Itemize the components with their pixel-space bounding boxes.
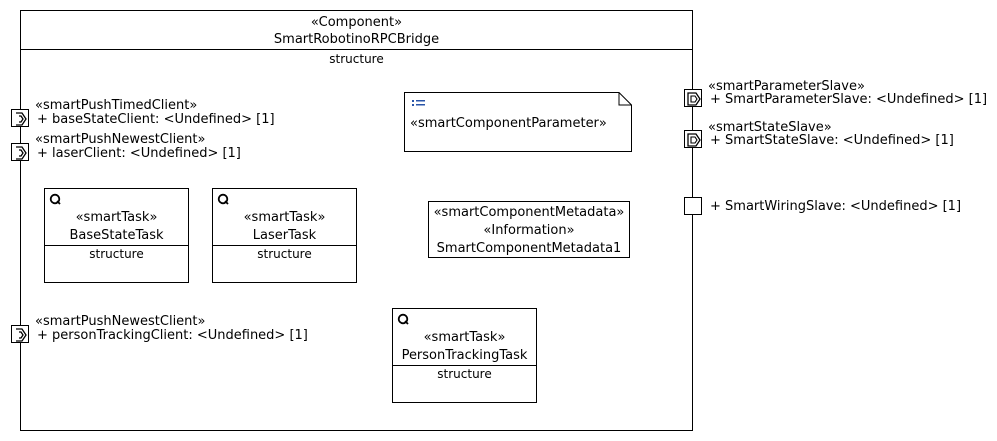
smart-state-slave-stereotype: «smartStateSlave» bbox=[708, 120, 832, 135]
base-state-client-signature: + baseStateClient: <Undefined> [1] bbox=[37, 112, 275, 127]
component-compartment-label: structure bbox=[329, 52, 384, 66]
task-name: PersonTrackingTask bbox=[401, 348, 528, 363]
laser-client-stereotype: «smartPushNewestClient» bbox=[35, 132, 206, 147]
task-compartment-label: structure bbox=[89, 247, 144, 261]
laser-task-box[interactable]: «smartTask» LaserTask structure bbox=[212, 188, 357, 283]
task-compartment-label: structure bbox=[437, 367, 492, 381]
smart-state-slave-port[interactable] bbox=[684, 130, 702, 148]
task-name: BaseStateTask bbox=[69, 228, 164, 243]
task-stereotype: «smartTask» bbox=[423, 330, 506, 345]
slave-port-icon bbox=[687, 92, 701, 106]
task-name: LaserTask bbox=[252, 228, 317, 243]
component-metadata-box[interactable]: «smartComponentMetadata» «Information» S… bbox=[428, 201, 630, 258]
cycle-icon bbox=[217, 193, 229, 205]
component-parameter-label: «smartComponentParameter» bbox=[410, 116, 607, 131]
task-stereotype: «smartTask» bbox=[243, 210, 326, 225]
laser-client-port[interactable] bbox=[11, 143, 29, 161]
metadata-stereotype: «smartComponentMetadata» bbox=[433, 205, 625, 220]
metadata-keyword: «Information» bbox=[483, 223, 575, 238]
component-stereotype: «Component» bbox=[310, 15, 403, 30]
component-header-divider bbox=[21, 49, 692, 50]
client-port-icon bbox=[16, 146, 27, 160]
smart-wiring-slave-port[interactable] bbox=[684, 197, 702, 215]
note-shape bbox=[404, 92, 632, 152]
person-tracking-client-port[interactable] bbox=[11, 325, 29, 343]
smart-parameter-slave-port[interactable] bbox=[684, 89, 702, 107]
smart-state-slave-signature: + SmartStateSlave: <Undefined> [1] bbox=[710, 133, 954, 148]
base-state-task-box[interactable]: «smartTask» BaseStateTask structure bbox=[44, 188, 189, 283]
component-name: SmartRobotinoRPCBridge bbox=[273, 32, 440, 47]
task-compartment-label: structure bbox=[257, 247, 312, 261]
client-port-icon bbox=[16, 328, 27, 342]
person-tracking-task-box[interactable]: «smartTask» PersonTrackingTask structure bbox=[392, 308, 537, 403]
task-stereotype: «smartTask» bbox=[75, 210, 158, 225]
cycle-icon bbox=[397, 313, 409, 325]
list-icon bbox=[412, 100, 425, 106]
base-state-client-port[interactable] bbox=[11, 109, 29, 127]
cycle-icon bbox=[49, 193, 61, 205]
task-divider bbox=[45, 245, 188, 246]
person-tracking-client-stereotype: «smartPushNewestClient» bbox=[35, 314, 206, 329]
smart-parameter-slave-signature: + SmartParameterSlave: <Undefined> [1] bbox=[710, 92, 988, 107]
base-state-client-stereotype: «smartPushTimedClient» bbox=[35, 98, 198, 113]
smart-parameter-slave-stereotype: «smartParameterSlave» bbox=[708, 79, 865, 94]
smart-wiring-slave-signature: + SmartWiringSlave: <Undefined> [1] bbox=[710, 199, 962, 214]
slave-port-icon bbox=[687, 133, 701, 147]
metadata-name: SmartComponentMetadata1 bbox=[436, 241, 622, 256]
person-tracking-client-signature: + personTrackingClient: <Undefined> [1] bbox=[37, 328, 308, 343]
component-parameter-note[interactable]: «smartComponentParameter» bbox=[404, 92, 632, 152]
laser-client-signature: + laserClient: <Undefined> [1] bbox=[37, 146, 241, 161]
task-divider bbox=[393, 365, 536, 366]
task-divider bbox=[213, 245, 356, 246]
client-port-icon bbox=[16, 112, 27, 126]
